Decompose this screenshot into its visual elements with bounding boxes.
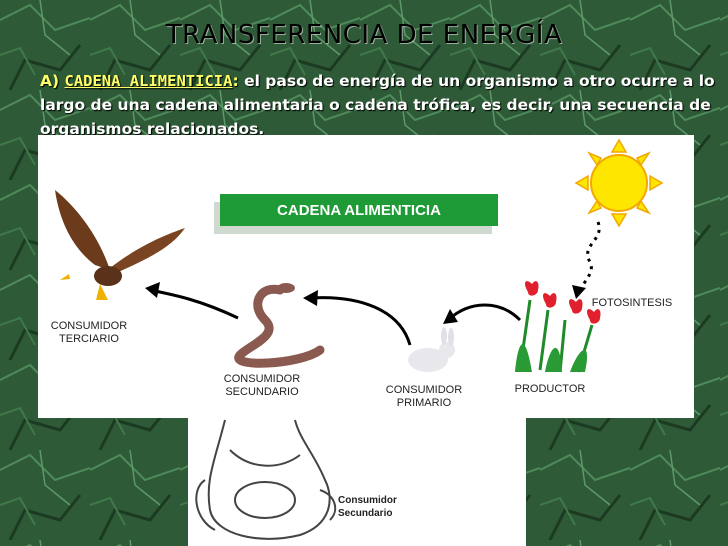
sun-icon [574, 138, 664, 228]
chain-arrows [149, 288, 522, 346]
label-productor: PRODUCTOR [514, 383, 586, 395]
eagle-icon [55, 190, 185, 300]
label-line: TERCIARIO [59, 333, 119, 345]
snake-icon [234, 283, 325, 368]
label-line: PRIMARIO [396, 397, 452, 409]
label-line: CONSUMIDOR [385, 384, 463, 396]
slide-title: TRANSFERENCIA DE ENERGÍA [165, 20, 563, 50]
diagram-banner: CADENA ALIMENTICIA [220, 194, 498, 226]
frog-image [188, 418, 526, 546]
term-colon: : [232, 72, 245, 90]
label-fotosintesis: FOTOSINTESIS [591, 297, 673, 309]
label-consumidor-secundario: CONSUMIDOR SECUNDARIO [212, 373, 312, 399]
frog-label: Consumidor Secundario [338, 494, 414, 520]
term: CADENA ALIMENTICIA [64, 72, 233, 90]
label-line: SECUNDARIO [225, 386, 299, 398]
label-line: CONSUMIDOR [223, 373, 301, 385]
item-marker: A) [40, 72, 65, 90]
definition-text: el paso de energía de un organismo a otr… [40, 72, 715, 138]
label-consumidor-terciario: CONSUMIDOR TERCIARIO [44, 320, 134, 346]
label-line: Secundario [338, 508, 393, 519]
label-consumidor-primario: CONSUMIDOR PRIMARIO [374, 384, 474, 410]
frog-icon [195, 419, 337, 540]
label-line: CONSUMIDOR [50, 320, 128, 332]
sun-arrow-icon [578, 221, 601, 291]
rabbit-icon [408, 327, 455, 372]
definition-paragraph: A) CADENA ALIMENTICIA: el paso de energí… [40, 69, 720, 141]
label-line: Consumidor [338, 495, 397, 506]
tulips-icon [515, 281, 601, 373]
